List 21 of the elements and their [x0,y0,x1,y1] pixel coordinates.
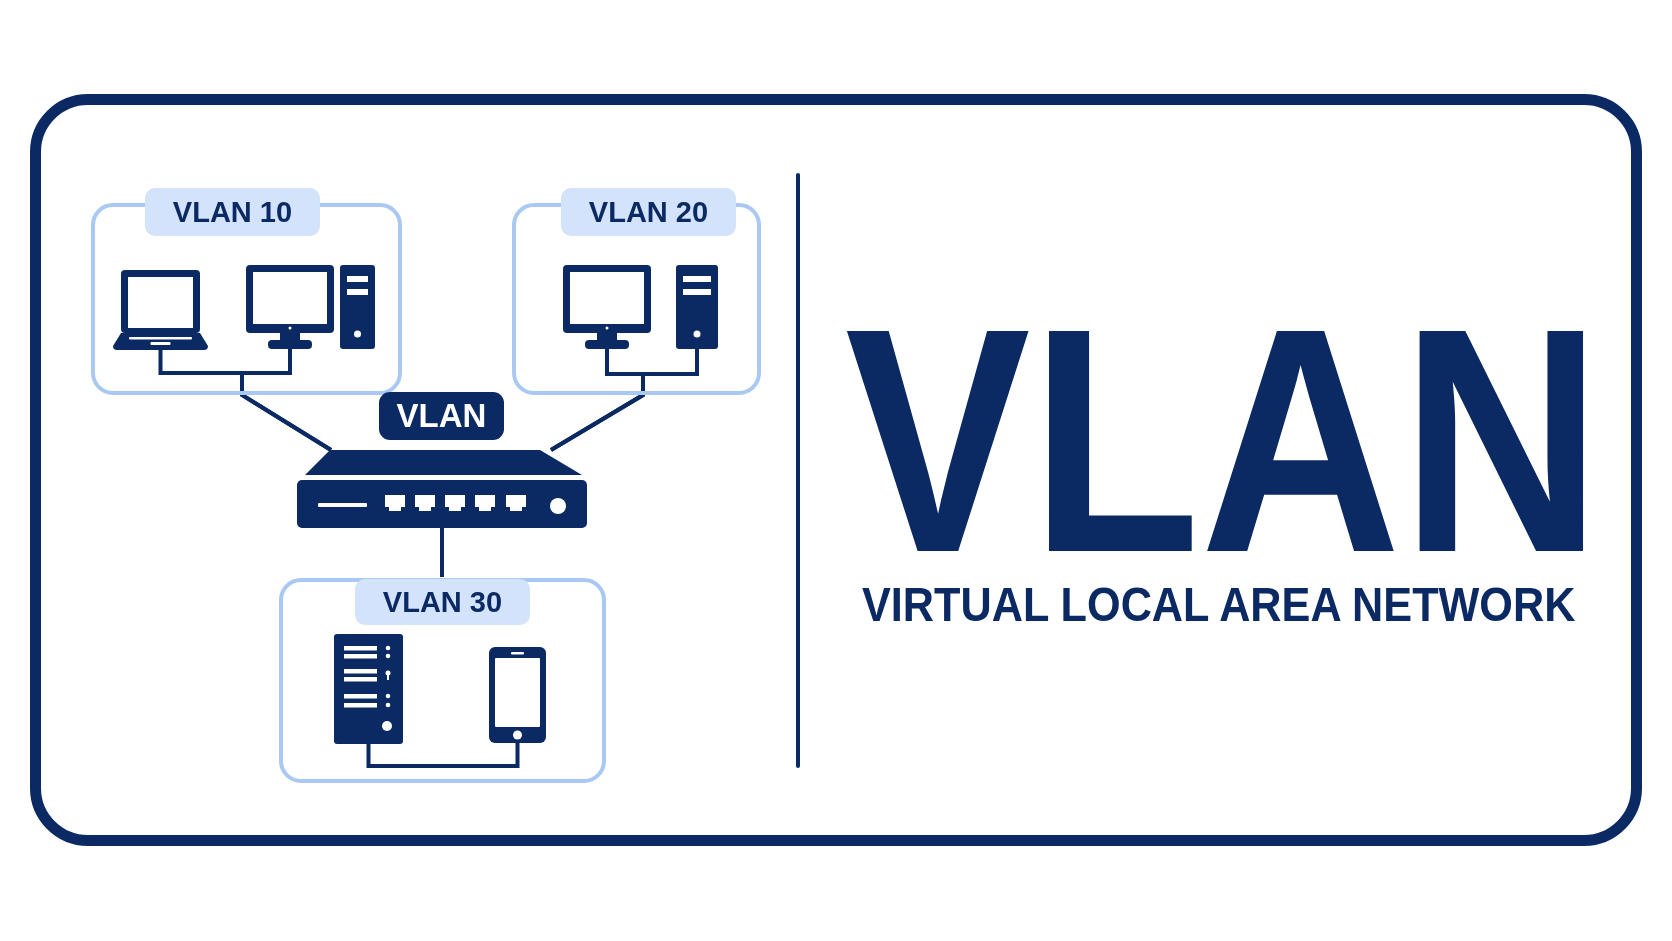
vlan-group [512,188,761,395]
connector-line [440,528,444,577]
subtitle: VIRTUAL LOCAL AREA NETWORK [862,586,1576,623]
group-label: VLAN 30 [355,579,530,625]
tag-label: VLAN [379,392,504,440]
monitor-icon [246,265,334,349]
server-icon [334,634,403,744]
connector-line [240,349,333,452]
connector-line [549,349,699,452]
group-label: VLAN 20 [561,188,736,236]
group-label: VLAN 10 [145,188,320,236]
connector-line [366,743,520,768]
network-switch-icon [296,450,588,528]
computer-tower-icon [340,265,375,349]
laptop-icon [113,270,208,350]
vlan-group [91,188,402,395]
monitor-icon [563,265,651,349]
title: VLAN [845,321,1602,561]
computer-tower-icon [676,265,718,349]
vlan-group [279,577,606,783]
phone-icon [489,647,546,743]
